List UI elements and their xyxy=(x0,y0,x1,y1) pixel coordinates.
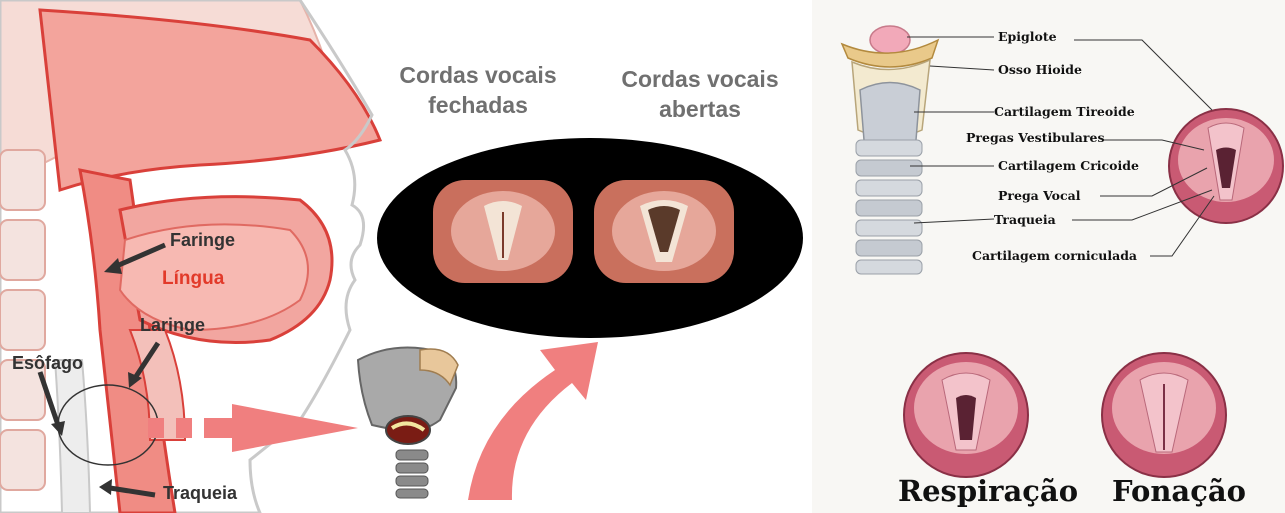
label-cartilagem-cricoide: Cartilagem Cricoide xyxy=(998,158,1139,173)
label-lingua: Língua xyxy=(162,268,224,290)
right-larynx-panel: Epiglote Osso Hioide Cartilagem Tireoide… xyxy=(812,0,1285,513)
phonation-view xyxy=(1102,353,1226,477)
caption-fonacao: Fonação xyxy=(1112,474,1246,508)
title-open-cords: Cordas vocais abertas xyxy=(600,64,800,124)
label-laringe: Laringe xyxy=(140,315,205,336)
curved-arrow xyxy=(468,342,598,500)
label-traqueia-left: Traqueia xyxy=(163,483,237,504)
vocal-cords-closed-photo xyxy=(433,180,573,283)
title-closed-cords: Cordas vocais fechadas xyxy=(378,60,578,120)
caption-respiracao: Respiração xyxy=(898,474,1078,508)
label-pregas-vestibulares: Pregas Vestibulares xyxy=(966,130,1104,145)
label-osso-hioide: Osso Hioide xyxy=(998,62,1082,77)
epiglottis-shape xyxy=(870,26,910,54)
left-anatomy-panel: Cordas vocais fechadas Cordas vocais abe… xyxy=(0,0,812,513)
title-open-line-2: abertas xyxy=(600,94,800,124)
nasal-cavity xyxy=(40,10,380,190)
title-open-line-1: Cordas vocais xyxy=(600,64,800,94)
label-faringe: Faringe xyxy=(170,230,235,251)
label-esofago: Esôfago xyxy=(12,353,83,374)
respiration-view xyxy=(904,353,1028,477)
label-traqueia-right: Traqueia xyxy=(994,212,1056,227)
spine-vertebrae xyxy=(0,150,45,490)
label-prega-vocal: Prega Vocal xyxy=(998,188,1080,203)
label-cartilagem-tireoide: Cartilagem Tireoide xyxy=(994,104,1135,119)
label-epiglote: Epiglote xyxy=(998,29,1057,44)
label-cartilagem-corniculada: Cartilagem corniculada xyxy=(972,248,1137,263)
larynx-view-top xyxy=(1169,109,1283,223)
larynx-model xyxy=(358,348,458,499)
trachea-rings-shape xyxy=(856,140,922,274)
vocal-cords-open-photo xyxy=(594,180,734,283)
title-closed-line-2: fechadas xyxy=(378,90,578,120)
title-closed-line-1: Cordas vocais xyxy=(378,60,578,90)
